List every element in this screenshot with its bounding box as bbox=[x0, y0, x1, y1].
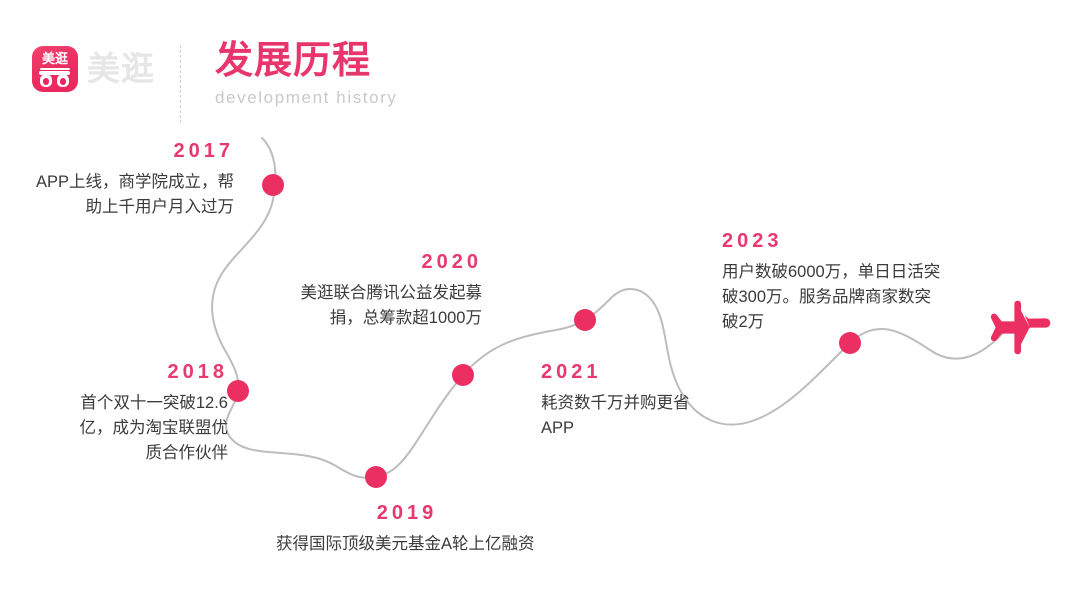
timeline-dot-2017[interactable] bbox=[262, 174, 284, 196]
mascot-right-eye-icon bbox=[57, 74, 69, 87]
timeline-dot-2020[interactable] bbox=[452, 364, 474, 386]
app-icon-underline bbox=[40, 68, 70, 70]
milestone-description: APP上线，商学院成立，帮助上千用户月入过万 bbox=[35, 173, 234, 216]
mascot-right-pupil-icon bbox=[60, 78, 66, 85]
milestone-year-label: 2020 bbox=[421, 251, 482, 273]
milestone-2018: 2018 首个双十一突破12.6亿，成为淘宝联盟优质合作伙伴 bbox=[78, 360, 229, 466]
header-title-group: 发展历程 development history bbox=[215, 38, 398, 108]
milestone-2023: 2023 用户数破6000万，单日日活突破300万。服务品牌商家数突破2万 bbox=[722, 229, 947, 335]
milestone-description: 美逛联合腾讯公益发起募捐，总筹款超1000万 bbox=[300, 284, 483, 327]
milestone-year-label: 2021 bbox=[541, 361, 602, 383]
slide-header: 美逛 美逛 发展历程 development history bbox=[32, 38, 452, 126]
timeline-dot-2019[interactable] bbox=[365, 466, 387, 488]
milestone-2017: 2017 APP上线，商学院成立，帮助上千用户月入过万 bbox=[22, 139, 234, 220]
timeline-dot-2021[interactable] bbox=[574, 309, 596, 331]
timeline-dot-2023[interactable] bbox=[839, 332, 861, 354]
milestone-description: 耗资数千万并购更省APP bbox=[541, 394, 690, 437]
app-icon-label: 美逛 bbox=[41, 51, 68, 66]
milestone-2021: 2021 耗资数千万并购更省APP bbox=[541, 360, 721, 441]
milestone-2020: 2020 美逛联合腾讯公益发起募捐，总筹款超1000万 bbox=[282, 250, 483, 331]
mascot-left-eye-icon bbox=[40, 74, 52, 87]
page-title: 发展历程 bbox=[215, 40, 372, 82]
brand-wordmark: 美逛 bbox=[87, 50, 155, 87]
milestone-description: 首个双十一突破12.6亿，成为淘宝联盟优质合作伙伴 bbox=[79, 394, 229, 462]
milestone-description: 用户数破6000万，单日日活突破300万。服务品牌商家数突破2万 bbox=[722, 263, 941, 331]
milestone-2019: 2019 获得国际顶级美元基金A轮上亿融资 bbox=[276, 501, 538, 557]
mascot-brow-icon bbox=[39, 71, 70, 75]
milestone-year-label: 2018 bbox=[167, 361, 228, 383]
timeline-dot-2018[interactable] bbox=[227, 380, 249, 402]
airplane-icon bbox=[990, 300, 1051, 355]
milestone-year-label: 2019 bbox=[376, 502, 438, 524]
milestone-description: 获得国际顶级美元基金A轮上亿融资 bbox=[276, 535, 535, 553]
app-icon: 美逛 bbox=[32, 46, 78, 92]
timeline-dot-group bbox=[227, 174, 861, 488]
mascot-left-pupil-icon bbox=[43, 78, 49, 85]
milestone-year-label: 2017 bbox=[173, 140, 234, 162]
brand-logo: 美逛 美逛 bbox=[32, 46, 155, 92]
header-divider bbox=[180, 45, 181, 123]
milestone-year-label: 2023 bbox=[722, 230, 783, 252]
page-subtitle: development history bbox=[215, 88, 398, 107]
